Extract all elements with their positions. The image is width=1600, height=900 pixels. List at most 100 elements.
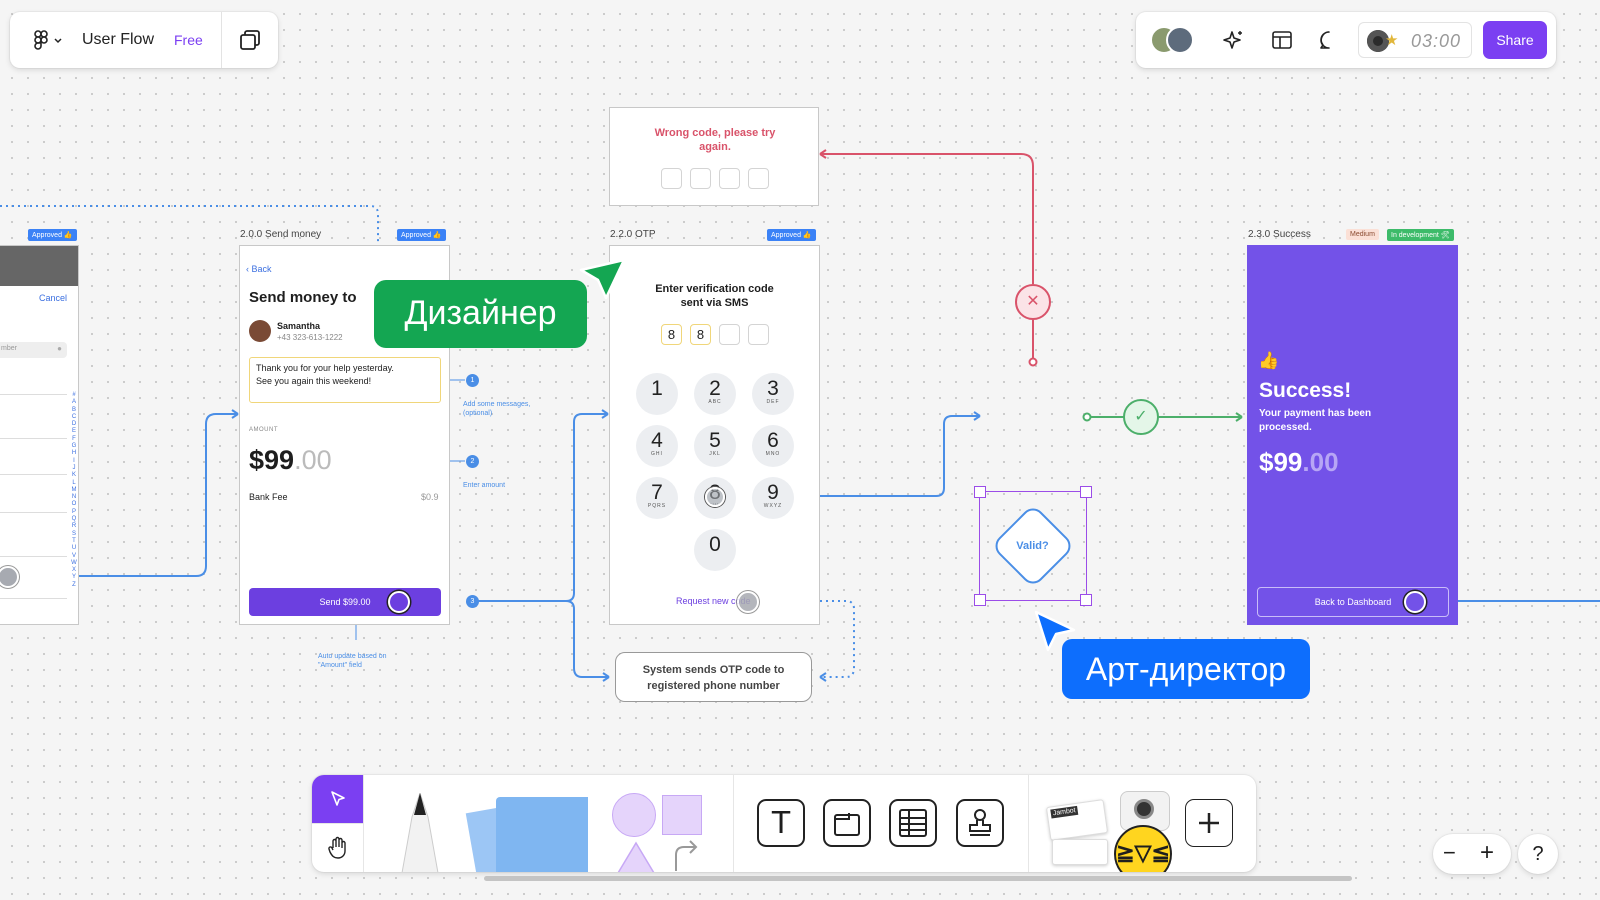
annotation-marker[interactable]: 3 xyxy=(466,595,479,608)
alphabet-letter[interactable]: N xyxy=(71,494,77,501)
alphabet-letter[interactable]: G xyxy=(71,443,77,450)
annotation-marker[interactable]: 1 xyxy=(466,374,479,387)
alphabet-letter[interactable]: I xyxy=(73,457,75,464)
shapes-tool[interactable] xyxy=(608,791,708,872)
send-money-frame[interactable]: ‹ Back Send money to Samantha +43 323-61… xyxy=(239,245,450,625)
wrong-code-frame[interactable]: Wrong code, please try again. xyxy=(609,107,819,206)
marker-tool[interactable] xyxy=(390,793,450,872)
alphabet-letter[interactable]: V xyxy=(71,552,76,559)
alphabet-letter[interactable]: S xyxy=(71,530,76,537)
horizontal-scrollbar[interactable] xyxy=(484,876,1352,881)
alphabet-letter[interactable]: X xyxy=(71,567,76,574)
alphabet-letter[interactable]: P xyxy=(71,508,76,515)
help-button[interactable]: ? xyxy=(1518,834,1558,874)
message-input[interactable]: Thank you for your help yesterday. See y… xyxy=(249,357,441,403)
connector-handle[interactable] xyxy=(737,591,759,613)
comments-button[interactable] xyxy=(1313,24,1345,56)
resize-handle[interactable] xyxy=(974,594,986,606)
decision-selection[interactable]: Valid? xyxy=(974,486,1092,606)
file-title[interactable]: User Flow xyxy=(82,31,155,48)
art-director-cursor-label: Арт-директор xyxy=(1062,639,1310,699)
resize-handle[interactable] xyxy=(1080,486,1092,498)
plan-badge[interactable]: Free xyxy=(174,32,203,48)
error-marker[interactable]: ✕ xyxy=(1015,284,1051,320)
avatar[interactable] xyxy=(1166,26,1194,54)
amount-value[interactable]: $99.00 xyxy=(249,445,332,476)
connector-handle[interactable] xyxy=(0,566,19,588)
success-marker[interactable]: ✓ xyxy=(1123,399,1159,435)
text-tool[interactable]: T xyxy=(757,799,805,847)
annotation-marker[interactable]: 2 xyxy=(466,455,479,468)
timer-widget[interactable]: ★ 03:00 xyxy=(1358,22,1472,58)
alphabet-letter[interactable]: Y xyxy=(71,574,76,581)
hand-tool[interactable] xyxy=(312,823,363,872)
alphabet-letter[interactable]: W xyxy=(71,559,77,566)
alphabet-letter[interactable]: O xyxy=(71,501,77,508)
alphabet-letter[interactable]: E xyxy=(71,428,76,435)
send-button[interactable]: Send $99.00 xyxy=(249,588,441,616)
more-tools-button[interactable] xyxy=(1185,799,1233,847)
otp-digit[interactable] xyxy=(719,324,740,345)
table-tool[interactable] xyxy=(889,799,937,847)
alphabet-letter[interactable]: # xyxy=(72,392,76,398)
back-link[interactable]: ‹ Back xyxy=(246,264,272,274)
select-tool[interactable] xyxy=(312,775,363,823)
otp-digit[interactable]: 8 xyxy=(661,324,682,345)
resize-handle[interactable] xyxy=(974,486,986,498)
back-to-dashboard-button[interactable]: Back to Dashboard xyxy=(1257,587,1449,617)
alphabet-letter[interactable]: J xyxy=(72,464,76,471)
zoom-out-button[interactable]: − xyxy=(1443,840,1456,865)
resize-handle[interactable] xyxy=(1080,594,1092,606)
layout-button[interactable] xyxy=(1266,24,1298,56)
stamp-tool[interactable] xyxy=(956,799,1004,847)
keypad-key-1[interactable]: 1 xyxy=(636,373,678,415)
alphabet-letter[interactable]: F xyxy=(72,435,76,442)
pages-button[interactable] xyxy=(234,24,266,56)
ai-assist-button[interactable] xyxy=(1218,24,1250,56)
alphabet-letter[interactable]: K xyxy=(71,472,76,479)
alphabet-letter[interactable]: L xyxy=(72,479,76,486)
connector-handle[interactable] xyxy=(705,487,725,507)
alphabet-letter[interactable]: U xyxy=(71,545,77,552)
alphabet-letter[interactable]: Q xyxy=(71,516,77,523)
alphabet-letter[interactable]: R xyxy=(71,523,77,530)
status-badge: In development 🛠 xyxy=(1387,229,1454,241)
sticky-note-tool[interactable] xyxy=(465,797,590,872)
zoom-in-button[interactable]: + xyxy=(1480,839,1495,866)
main-menu-button[interactable] xyxy=(28,24,68,56)
alphabet-letter[interactable]: Z xyxy=(72,581,76,588)
share-button[interactable]: Share xyxy=(1483,21,1547,59)
alphabet-letter[interactable]: H xyxy=(71,450,77,457)
stickers-tool[interactable]: ≧▽≦ xyxy=(1110,789,1176,872)
connector-handle[interactable] xyxy=(1404,591,1426,613)
request-code-link[interactable]: Request new code xyxy=(676,596,751,606)
section-tool[interactable] xyxy=(823,799,871,847)
sparkle-icon xyxy=(1223,31,1242,49)
alphabet-letter[interactable]: C xyxy=(71,413,77,420)
alphabet-letter[interactable]: T xyxy=(72,537,76,544)
cancel-link[interactable]: Cancel xyxy=(39,293,68,303)
alphabet-letter[interactable]: D xyxy=(71,421,77,428)
success-frame[interactable]: 👍 Success! Your payment has been process… xyxy=(1247,245,1458,625)
otp-frame[interactable]: Enter verification code sent via SMS 8 8… xyxy=(609,245,820,625)
search-input[interactable]: mber ● xyxy=(0,342,67,358)
alphabet-letter[interactable]: A xyxy=(71,399,76,406)
alphabet-letter[interactable]: B xyxy=(71,406,76,413)
otp-digit[interactable] xyxy=(748,324,769,345)
status-badge: Approved 👍 xyxy=(767,229,816,241)
system-note[interactable]: System sends OTP code to registered phon… xyxy=(615,652,812,702)
alphabet-letter[interactable]: M xyxy=(71,486,77,493)
templates-tool[interactable]: Jambot xyxy=(1045,799,1109,869)
otp-digit[interactable]: 8 xyxy=(690,324,711,345)
keypad-key-0[interactable]: 0 xyxy=(694,529,736,571)
connector-handle[interactable] xyxy=(388,591,410,613)
